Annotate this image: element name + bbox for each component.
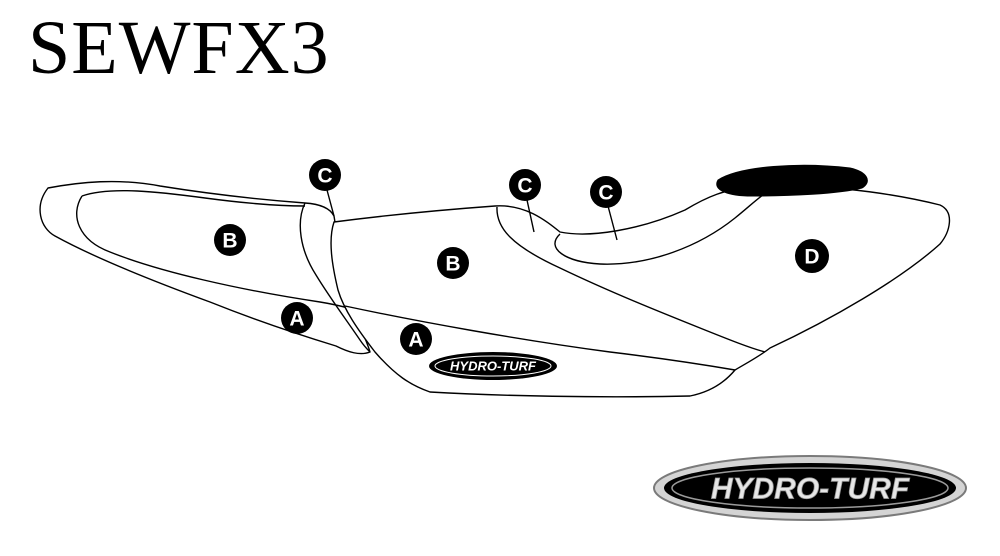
side-panel-line [344, 305, 736, 371]
seat-logo: HYDRO-TURF [429, 352, 557, 380]
front-seat-outline [39, 180, 371, 355]
main-seat-outline [330, 184, 951, 398]
svg-text:D: D [804, 246, 819, 269]
svg-text:C: C [517, 175, 532, 198]
zone-marker-front-side: A [281, 302, 313, 334]
zone-marker-divider-rear: C [590, 176, 622, 208]
rear-bolster-line [496, 206, 766, 353]
page-title: SEWFX3 [28, 6, 330, 90]
zone-marker-rear-seat: B [437, 247, 469, 279]
svg-text:A: A [408, 329, 423, 352]
brand-logo: HYDRO-TURF [653, 455, 967, 521]
zone-marker-front-seat: B [214, 224, 246, 256]
svg-text:C: C [598, 182, 613, 205]
brand-logo-text: HYDRO-TURF [711, 473, 910, 506]
zone-marker-divider-front: C [309, 159, 341, 191]
svg-text:C: C [317, 165, 332, 188]
zone-marker-tail: D [795, 239, 829, 273]
zone-marker-divider-middle: C [509, 169, 541, 201]
zone-marker-rear-side: A [400, 323, 432, 355]
svg-text:B: B [445, 253, 460, 276]
divider-strip [299, 202, 371, 353]
rear-lobe-line [554, 189, 771, 265]
leader-c-front [326, 189, 335, 217]
grab-strap [716, 164, 868, 197]
svg-text:B: B [222, 230, 237, 253]
svg-text:A: A [289, 308, 304, 331]
seat-logo-text: HYDRO-TURF [450, 359, 537, 374]
leader-c-middle [526, 199, 535, 233]
leader-c-rear [607, 205, 618, 241]
